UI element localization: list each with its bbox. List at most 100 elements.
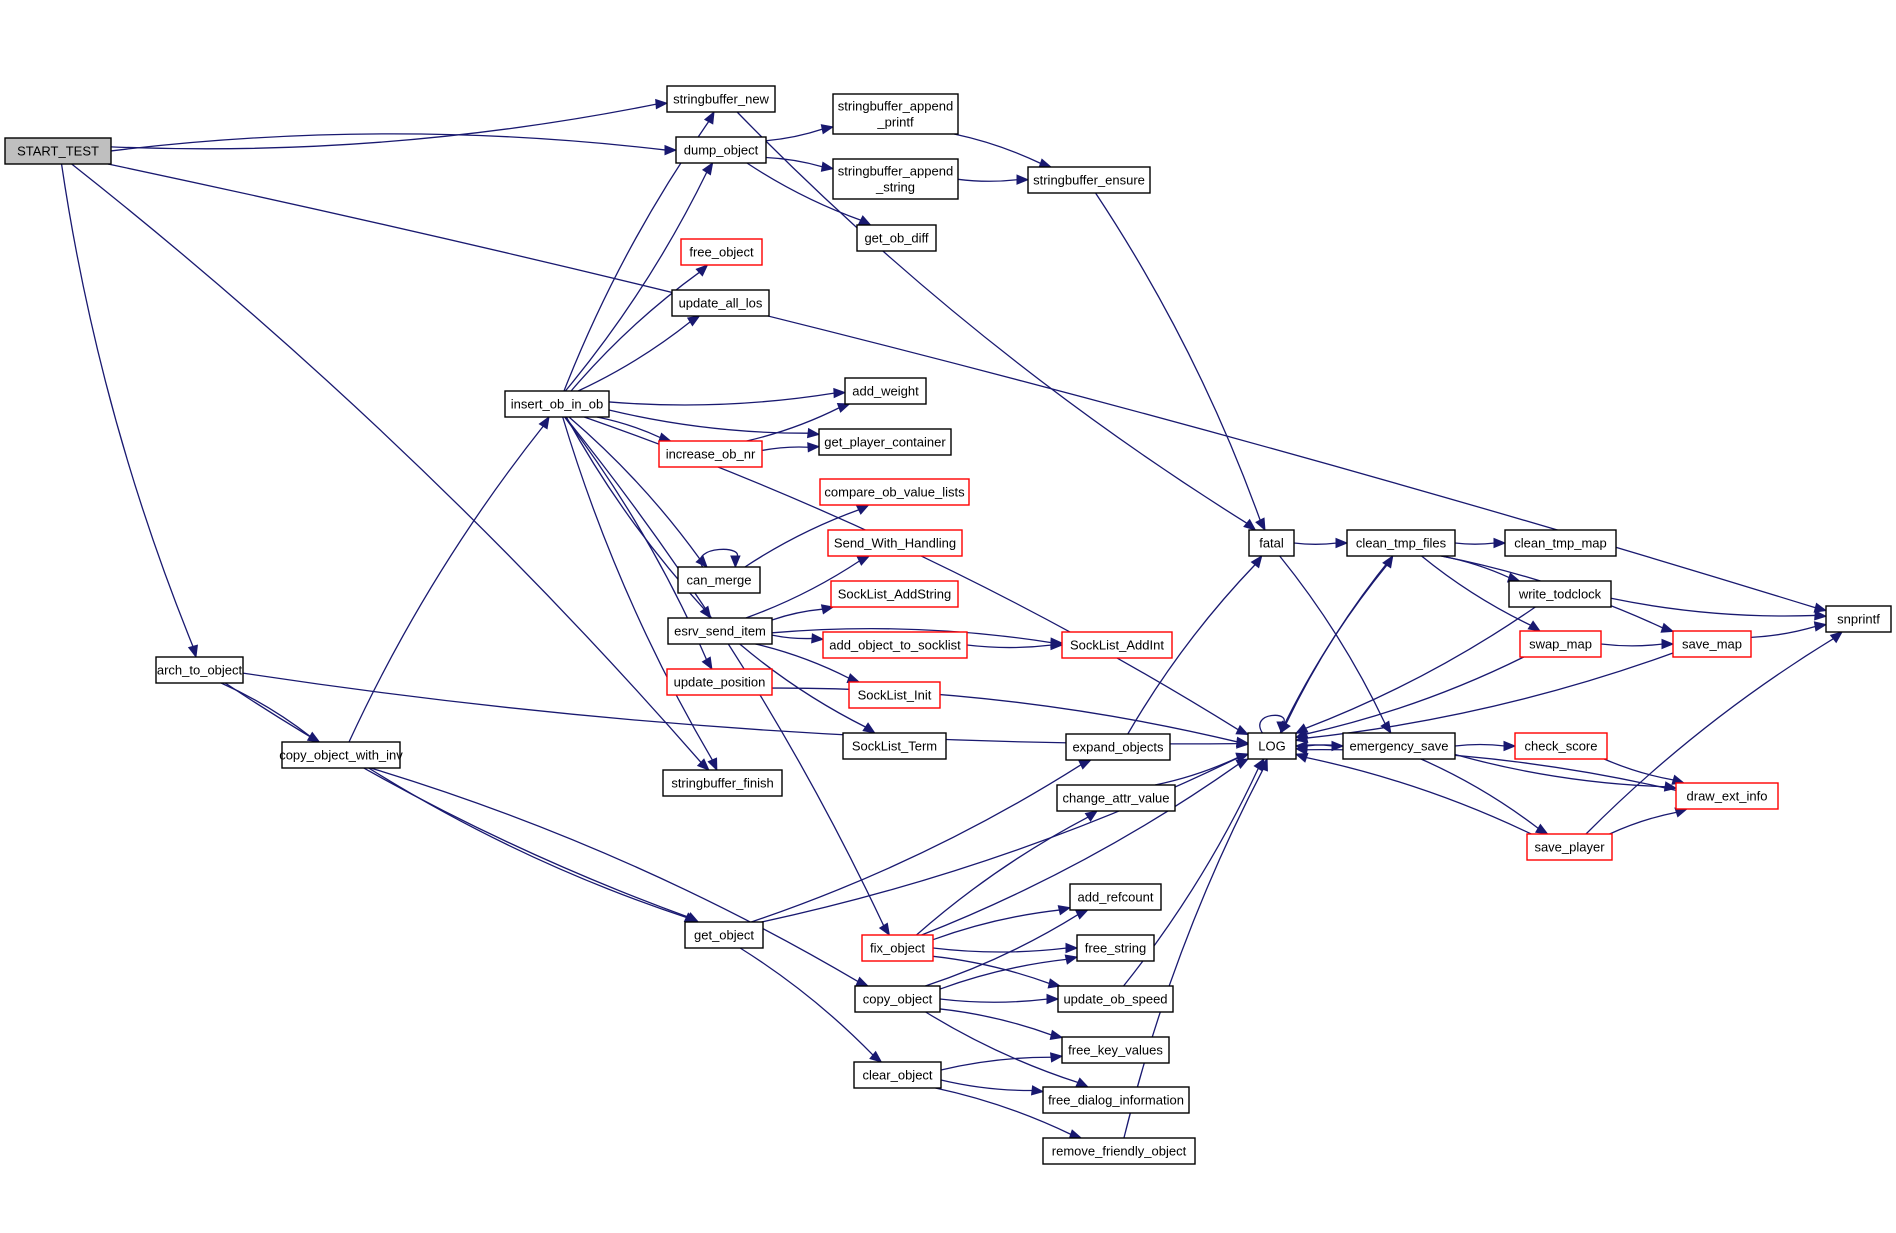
node-insert-ob-in-ob[interactable]: insert_ob_in_ob bbox=[504, 390, 610, 418]
node-box[interactable] bbox=[1514, 732, 1608, 760]
node-box[interactable] bbox=[818, 428, 952, 456]
node-change-attr-value[interactable]: change_attr_value bbox=[1056, 784, 1176, 812]
node-clear-object[interactable]: clear_object bbox=[853, 1061, 942, 1089]
node-box[interactable] bbox=[830, 580, 959, 608]
node-stringbuffer-append-printf[interactable]: stringbuffer_append_printf bbox=[832, 93, 959, 135]
node-box[interactable] bbox=[155, 656, 244, 684]
node-box[interactable] bbox=[1069, 883, 1162, 911]
node-get-player-container[interactable]: get_player_container bbox=[818, 428, 952, 456]
node-update-ob-speed[interactable]: update_ob_speed bbox=[1057, 985, 1174, 1013]
node-box[interactable] bbox=[1508, 580, 1612, 608]
node-fatal[interactable]: fatal bbox=[1248, 529, 1295, 557]
node-stringbuffer-ensure[interactable]: stringbuffer_ensure bbox=[1027, 166, 1151, 194]
node-box[interactable] bbox=[861, 934, 934, 962]
node-stringbuffer-finish[interactable]: stringbuffer_finish bbox=[662, 769, 783, 797]
node-free-dialog-information[interactable]: free_dialog_information bbox=[1042, 1086, 1190, 1114]
node-draw-ext-info[interactable]: draw_ext_info bbox=[1675, 782, 1779, 810]
node-box[interactable] bbox=[504, 390, 610, 418]
node-box[interactable] bbox=[684, 921, 764, 949]
node-swap-map[interactable]: swap_map bbox=[1519, 630, 1602, 658]
node-box[interactable] bbox=[1247, 732, 1297, 760]
node-box[interactable] bbox=[666, 85, 776, 113]
node-box[interactable] bbox=[853, 1061, 942, 1089]
node-remove-friendly-object[interactable]: remove_friendly_object bbox=[1042, 1137, 1196, 1165]
node-save-player[interactable]: save_player bbox=[1526, 833, 1613, 861]
node-box[interactable] bbox=[680, 238, 763, 266]
node-sock-list-term[interactable]: SockList_Term bbox=[842, 732, 947, 760]
node-free-key-values[interactable]: free_key_values bbox=[1061, 1036, 1170, 1064]
node-box[interactable] bbox=[1825, 605, 1892, 633]
node-box[interactable] bbox=[667, 617, 773, 645]
node-free-string[interactable]: free_string bbox=[1076, 934, 1155, 962]
node-box[interactable] bbox=[666, 668, 773, 696]
node-box[interactable] bbox=[832, 93, 959, 135]
node-update-position[interactable]: update_position bbox=[666, 668, 773, 696]
node-add-weight[interactable]: add_weight bbox=[844, 377, 927, 405]
node-stringbuffer-new[interactable]: stringbuffer_new bbox=[666, 85, 776, 113]
node-box[interactable] bbox=[671, 289, 770, 317]
node-box[interactable] bbox=[675, 136, 767, 164]
node-dump-object[interactable]: dump_object bbox=[675, 136, 767, 164]
node-copy-object-with-inv[interactable]: copy_object_with_inv bbox=[279, 741, 403, 769]
node-box[interactable] bbox=[1042, 1137, 1196, 1165]
node-add-object-to-socklist[interactable]: add_object_to_socklist bbox=[822, 631, 968, 659]
node-increase-ob-nr[interactable]: increase_ob_nr bbox=[658, 440, 763, 468]
node-box[interactable] bbox=[822, 631, 968, 659]
node-box[interactable] bbox=[1675, 782, 1779, 810]
node-box[interactable] bbox=[832, 158, 959, 200]
node-free-object[interactable]: free_object bbox=[680, 238, 763, 266]
node-box[interactable] bbox=[1672, 630, 1752, 658]
node-box[interactable] bbox=[844, 377, 927, 405]
node-compare-ob-value-lists[interactable]: compare_ob_value_lists bbox=[819, 478, 970, 506]
node-send-with-handling[interactable]: Send_With_Handling bbox=[827, 529, 963, 557]
node-get-ob-diff[interactable]: get_ob_diff bbox=[856, 224, 937, 252]
node-box[interactable] bbox=[1248, 529, 1295, 557]
node-box[interactable] bbox=[658, 440, 763, 468]
node-box[interactable] bbox=[1342, 732, 1456, 760]
node-box[interactable] bbox=[1042, 1086, 1190, 1114]
node-clean-tmp-files[interactable]: clean_tmp_files bbox=[1346, 529, 1456, 557]
node-box[interactable] bbox=[1027, 166, 1151, 194]
node-box[interactable] bbox=[856, 224, 937, 252]
node-box[interactable] bbox=[1057, 985, 1174, 1013]
node-start-test[interactable]: START_TEST bbox=[4, 137, 112, 165]
node-sock-list-init[interactable]: SockList_Init bbox=[848, 681, 941, 709]
node-fix-object[interactable]: fix_object bbox=[861, 934, 934, 962]
node-box[interactable] bbox=[854, 985, 941, 1013]
node-add-refcount[interactable]: add_refcount bbox=[1069, 883, 1162, 911]
node-box[interactable] bbox=[1061, 631, 1173, 659]
node-box[interactable] bbox=[1504, 529, 1617, 557]
node-box[interactable] bbox=[1076, 934, 1155, 962]
node-box[interactable] bbox=[662, 769, 783, 797]
node-can-merge[interactable]: can_merge bbox=[677, 566, 761, 594]
node-emergency-save[interactable]: emergency_save bbox=[1342, 732, 1456, 760]
node-arch-to-object[interactable]: arch_to_object bbox=[155, 656, 244, 684]
node-sock-list-add-int[interactable]: SockList_AddInt bbox=[1061, 631, 1173, 659]
node-box[interactable] bbox=[1519, 630, 1602, 658]
node-box[interactable] bbox=[827, 529, 963, 557]
node-box[interactable] bbox=[819, 478, 970, 506]
node-get-object[interactable]: get_object bbox=[684, 921, 764, 949]
node-copy-object[interactable]: copy_object bbox=[854, 985, 941, 1013]
node-log[interactable]: LOG bbox=[1247, 732, 1297, 760]
node-snprintf[interactable]: snprintf bbox=[1825, 605, 1892, 633]
node-box[interactable] bbox=[677, 566, 761, 594]
node-box[interactable] bbox=[1065, 733, 1171, 761]
node-box[interactable] bbox=[1346, 529, 1456, 557]
node-update-all-los[interactable]: update_all_los bbox=[671, 289, 770, 317]
node-save-map[interactable]: save_map bbox=[1672, 630, 1752, 658]
node-box[interactable] bbox=[281, 741, 401, 769]
node-box[interactable] bbox=[1061, 1036, 1170, 1064]
node-box[interactable] bbox=[1056, 784, 1176, 812]
node-sock-list-add-string[interactable]: SockList_AddString bbox=[830, 580, 959, 608]
node-box[interactable] bbox=[1526, 833, 1613, 861]
node-box[interactable] bbox=[848, 681, 941, 709]
node-box[interactable] bbox=[842, 732, 947, 760]
node-clean-tmp-map[interactable]: clean_tmp_map bbox=[1504, 529, 1617, 557]
node-stringbuffer-append-string[interactable]: stringbuffer_append_string bbox=[832, 158, 959, 200]
node-write-todclock[interactable]: write_todclock bbox=[1508, 580, 1612, 608]
node-check-score[interactable]: check_score bbox=[1514, 732, 1608, 760]
node-box[interactable] bbox=[4, 137, 112, 165]
node-esrv-send-item[interactable]: esrv_send_item bbox=[667, 617, 773, 645]
node-expand-objects[interactable]: expand_objects bbox=[1065, 733, 1171, 761]
